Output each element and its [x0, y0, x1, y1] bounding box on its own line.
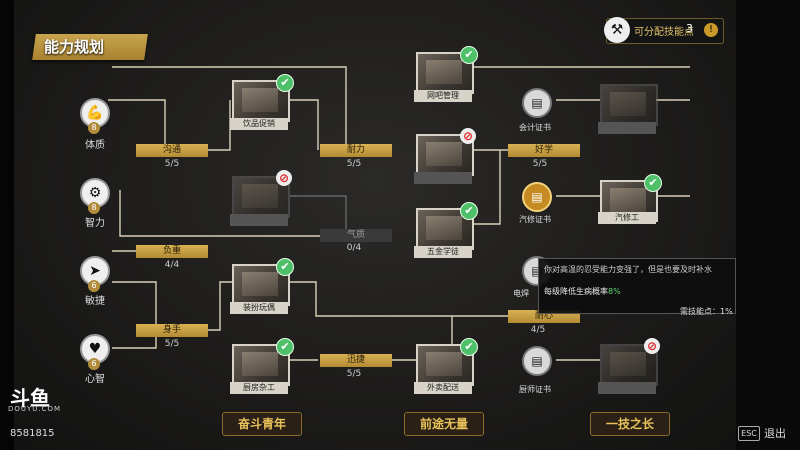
- check-icon: ✔: [644, 174, 662, 192]
- check-icon: ✔: [460, 338, 478, 356]
- req-count-craft: 4/5: [530, 325, 546, 335]
- job-label-locked-1: [230, 214, 288, 226]
- skill-points-value: 3: [686, 22, 693, 35]
- help-icon[interactable]: !: [704, 23, 718, 37]
- req-weight: 负重: [136, 245, 208, 258]
- job-label-delivery: 外卖配送: [414, 382, 472, 394]
- certificate-icon[interactable]: ▤: [522, 88, 552, 118]
- req-count-weight: 4/4: [164, 260, 180, 270]
- req-qi: 气质: [320, 229, 392, 242]
- attr-level-agility: 6: [88, 280, 100, 292]
- job-card-delivery[interactable]: [416, 344, 474, 386]
- job-card-kitchen-helper[interactable]: [232, 344, 290, 386]
- tooltip-cost-suffix: %: [725, 307, 733, 316]
- connector-intelligence: [119, 190, 320, 237]
- req-curious: 好学: [508, 144, 580, 157]
- job-label-kitchen-helper: 厨房杂工: [230, 382, 288, 394]
- attr-label-constitution: 体质: [85, 140, 105, 151]
- req-endurance: 耐力: [320, 144, 392, 157]
- check-icon: ✔: [276, 74, 294, 92]
- job-label-locked-2: [414, 172, 472, 184]
- connector-costume-mid: [290, 281, 453, 360]
- attr-label-mind: 心智: [85, 374, 105, 385]
- tooltip-effect-label: 每级降低生病概率: [544, 287, 608, 296]
- douyu-logo-sub: DOUYU.COM: [8, 405, 62, 413]
- job-card-accountant[interactable]: [600, 84, 658, 126]
- cert-label-mechanic: 汽修证书: [519, 215, 551, 224]
- connector-constitution: [108, 99, 166, 150]
- cert-label-chef: 厨师证书: [519, 385, 551, 394]
- tooltip-effect-value: 8%: [608, 287, 621, 296]
- tooltip-cost: 需技能点：1%: [680, 306, 733, 317]
- connector-comm-drink: [200, 100, 231, 151]
- tooltip-description: 你对高温的忍受能力变强了，但是也要及时补水: [544, 265, 712, 274]
- tooltip-effect: 每级降低生病概率8%: [544, 286, 621, 297]
- connector-agility: [112, 281, 157, 330]
- connector-dex-costume: [200, 281, 232, 331]
- req-dexterity: 身手: [136, 324, 208, 337]
- job-label-chef: [598, 382, 656, 394]
- check-icon: ✔: [460, 46, 478, 64]
- req-count-endurance: 5/5: [346, 159, 362, 169]
- lock-icon: ⊘: [644, 338, 660, 354]
- right-frame: [736, 0, 800, 450]
- skill-tooltip: [538, 258, 736, 314]
- job-label-mechanic: 汽修工: [598, 212, 656, 224]
- req-count-curious: 5/5: [532, 159, 548, 169]
- lock-icon: ⊘: [276, 170, 292, 186]
- esc-key[interactable]: ESC: [738, 426, 760, 441]
- tier-label-3: 一技之长: [590, 412, 670, 436]
- req-count-speed: 5/5: [346, 369, 362, 379]
- job-label-costume: 装扮玩偶: [230, 302, 288, 314]
- job-label-net-admin: 网吧管理: [414, 90, 472, 102]
- attr-level-intelligence: 8: [88, 202, 100, 214]
- certificate-icon[interactable]: ▤: [522, 346, 552, 376]
- cert-label-welder: 电焊: [513, 289, 529, 298]
- job-label-accountant: [598, 122, 656, 134]
- douyu-logo: 斗鱼: [10, 386, 50, 410]
- tier-label-2: 前途无量: [404, 412, 484, 436]
- attr-level-mind: 6: [88, 358, 100, 370]
- req-communication: 沟通: [136, 144, 208, 157]
- tier-label-1: 奋斗青年: [222, 412, 302, 436]
- req-count-dexterity: 5/5: [164, 339, 180, 349]
- check-icon: ✔: [460, 202, 478, 220]
- connector-drink-endurance: [290, 99, 319, 150]
- req-count-qi: 0/4: [346, 243, 362, 253]
- exit-button[interactable]: 退出: [764, 427, 786, 440]
- attr-label-intelligence: 智力: [85, 218, 105, 229]
- connector-top: [112, 66, 347, 150]
- connector-curious-hardware: [472, 150, 501, 225]
- job-label-drink-promo: 饮品促销: [230, 118, 288, 130]
- room-id: 8581815: [10, 428, 55, 439]
- lock-icon: ⊘: [460, 128, 476, 144]
- wrench-icon: ⚒: [604, 17, 630, 43]
- cert-label-accounting: 会计证书: [519, 123, 551, 132]
- skill-points-label: 可分配技能点: [634, 27, 694, 38]
- attr-level-constitution: 8: [88, 122, 100, 134]
- req-speed: 迅捷: [320, 354, 392, 367]
- certificate-icon[interactable]: ▤: [522, 182, 552, 212]
- tooltip-cost-label: 需技能点：1: [680, 307, 726, 316]
- job-label-hardware-apprentice: 五金学徒: [414, 246, 472, 258]
- check-icon: ✔: [276, 338, 294, 356]
- connector-qi: [290, 195, 347, 236]
- attr-label-agility: 敏捷: [85, 296, 105, 307]
- left-frame: [0, 0, 14, 450]
- check-icon: ✔: [276, 258, 294, 276]
- page-title: 能力规划: [44, 38, 105, 56]
- req-count-communication: 5/5: [164, 159, 180, 169]
